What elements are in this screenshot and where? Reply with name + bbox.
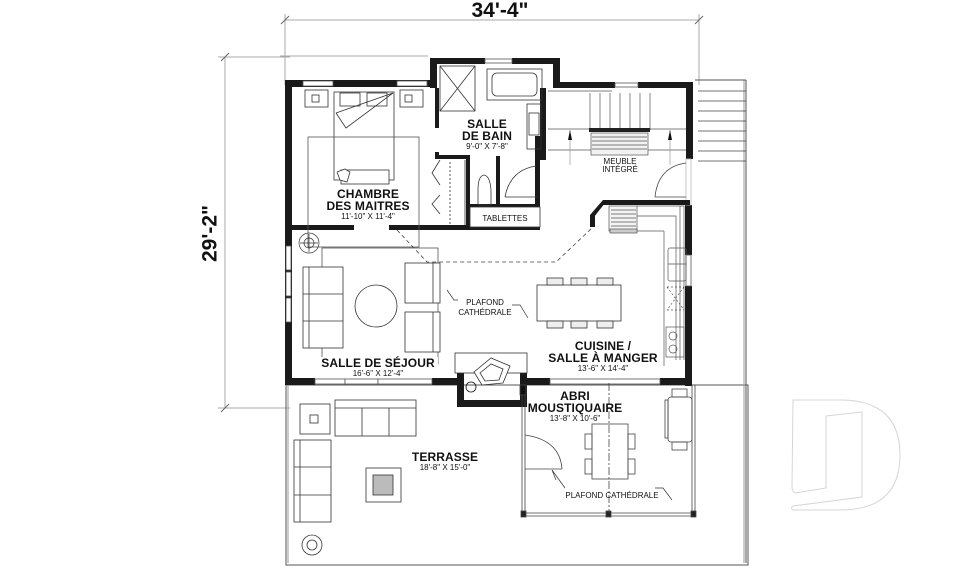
room-size: 18'-8" X 15'-0" [419,463,471,472]
fireplace [454,352,528,393]
label-line: INTÉGRÉ [602,165,638,174]
living-room-furniture [302,247,441,365]
bathroom-fixtures [439,65,543,228]
room-name: CHAMBRE [336,187,400,201]
room-name: DES MAITRES [326,199,410,213]
label-line: MEUBLE [603,157,637,166]
room-name: ABRI [560,389,590,403]
overall-depth-dimension: 29'-2" [198,205,222,262]
room-name: MOUSTIQUAIRE [527,401,623,415]
label-line: CATHÉDRALE [458,307,512,317]
cathedral-ceiling-note-porch: PLAFOND CATHÉDRALE [565,491,659,500]
overall-width-dimension: 34'-4" [471,0,529,22]
plant-icon [298,232,320,254]
interior-walls [292,88,690,230]
room-label-built-in: MEUBLE INTÉGRÉ [590,158,650,174]
watermark-logo [791,399,901,511]
kitchen-counters [608,205,687,366]
label-line: PLAFOND [466,298,504,307]
terrace-outline [285,79,749,566]
room-label-living-room: SALLE DE SÉJOUR 16'-6" X 12'-4" [318,357,438,378]
entry-door [654,162,687,198]
room-size: 13'-6" X 14'-4" [577,364,629,373]
room-size: 16'-6" X 12'-4" [352,369,404,378]
room-name: DE BAIN [461,129,513,143]
screened-porch [519,383,697,518]
room-name: SALLE [467,117,507,131]
room-name: TERRASSE [411,450,479,464]
dining-table [536,277,622,329]
room-name: CUISINE / [574,339,632,353]
leader-lines [446,289,673,501]
room-label-terrace: TERRASSE 18'-8" X 15'-0" [405,451,485,472]
closet-bifold-doors [431,159,466,225]
room-label-screened-porch: ABRI MOUSTIQUAIRE 13'-8" X 10'-6" [525,390,625,423]
room-size: 11'-10" X 11'-4" [341,212,395,221]
dimension-lines [218,14,704,413]
room-label-master-bedroom: CHAMBRE DES MAITRES 11'-10" X 11'-4" [318,188,418,221]
bedroom-furniture [304,89,424,248]
windows [285,58,692,385]
room-label-bathroom: SALLE DE BAIN 9'-0" X 7'-8" [447,118,527,151]
cathedral-ceiling-line [396,227,593,263]
deck-stairs [698,90,746,162]
interior-stairs [548,90,686,165]
room-size: 9'-0" X 7'-8" [466,142,508,151]
room-label-shelves: TABLETTES [482,214,528,223]
cathedral-ceiling-note-main: PLAFOND CATHÉDRALE [455,298,515,317]
room-label-kitchen-dining: CUISINE / SALLE À MANGER 13'-6" X 14'-4" [548,340,658,373]
room-name: SALLE À MANGER [548,351,658,365]
terrace-furniture [293,399,417,556]
room-size: 13'-8" X 10'-6" [549,414,601,423]
room-name: SALLE DE SÉJOUR [318,357,438,369]
